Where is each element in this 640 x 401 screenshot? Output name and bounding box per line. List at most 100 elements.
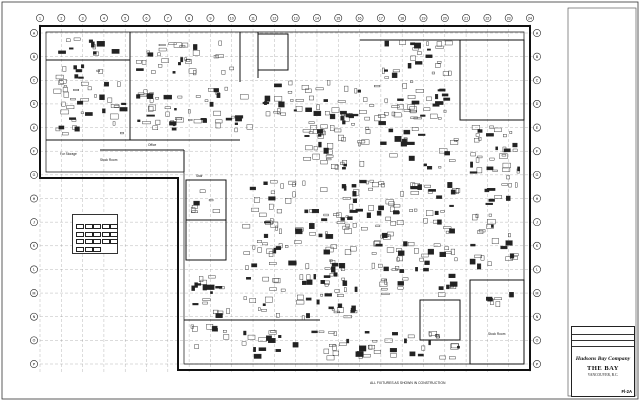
fixture <box>490 298 494 305</box>
fixture <box>253 353 262 359</box>
fixture <box>343 163 347 167</box>
fixture <box>274 96 283 102</box>
fixture <box>397 286 404 290</box>
grid-bubble-column <box>227 14 236 22</box>
fixture <box>356 351 363 357</box>
fixture <box>384 111 389 116</box>
fixture <box>276 313 280 318</box>
fixture <box>269 287 277 291</box>
grid-bubble-column-label: 22 <box>485 16 489 20</box>
fixture <box>388 128 394 133</box>
fixture <box>302 129 311 133</box>
fixture <box>391 72 398 78</box>
grid-bubble-row-label: D <box>33 102 36 106</box>
fixture <box>333 310 340 314</box>
fixture <box>381 278 387 281</box>
grid-bubble-column-label: 8 <box>188 16 190 20</box>
fixture <box>390 353 397 358</box>
grid-bubble-row <box>533 123 541 132</box>
fixture <box>329 113 336 120</box>
fixture <box>427 248 434 255</box>
fixture <box>121 102 127 105</box>
fixture <box>96 69 101 72</box>
fixture <box>390 206 395 212</box>
grid-bubble-row <box>533 265 541 274</box>
fixture <box>324 267 331 270</box>
fixture <box>223 334 230 340</box>
fixture <box>450 284 457 289</box>
legend-swatch <box>110 231 118 237</box>
fixture <box>509 131 513 134</box>
fixture <box>428 189 437 192</box>
grid-bubble-column <box>504 14 513 22</box>
fixture <box>323 213 329 217</box>
fixture <box>325 233 334 239</box>
fixture <box>320 160 328 165</box>
room-label: Stock Room <box>488 332 506 336</box>
grid-bubble-column-label: 16 <box>358 16 362 20</box>
grid-bubble-row-label: G <box>536 173 539 177</box>
legend-swatch <box>84 239 93 244</box>
fixture <box>326 355 335 361</box>
fixture <box>477 155 483 159</box>
fixture <box>397 98 404 101</box>
fixture <box>443 109 447 113</box>
grid-bubble-column <box>398 14 407 22</box>
fixture <box>325 110 330 116</box>
fixture <box>329 344 336 347</box>
grid-bubble-column <box>419 14 428 22</box>
fixture <box>407 241 415 247</box>
fixture <box>342 166 346 170</box>
fixture <box>249 298 256 303</box>
fixture <box>316 299 320 305</box>
grid-bubble-row-label: P <box>536 362 539 366</box>
fixture <box>475 213 479 219</box>
legend-swatch <box>76 239 84 244</box>
fixture <box>423 163 427 167</box>
fixture <box>436 335 440 339</box>
fixture <box>273 249 277 254</box>
fixture <box>172 71 176 74</box>
fixture <box>185 59 193 64</box>
fixture <box>389 348 397 353</box>
fixture <box>407 95 416 100</box>
grid-bubble-row-label: G <box>33 173 36 177</box>
fixture <box>400 141 407 147</box>
fixture <box>435 94 439 100</box>
fixture <box>318 134 322 137</box>
fixture <box>276 209 282 214</box>
fixture <box>495 301 501 307</box>
fixture <box>441 93 449 97</box>
fixture <box>410 191 419 195</box>
fixture <box>93 51 97 55</box>
fixture <box>259 212 267 217</box>
grid-bubble-column <box>270 14 279 22</box>
fixture <box>499 153 508 160</box>
fixture <box>215 119 223 124</box>
fixture <box>243 251 250 255</box>
fixture <box>324 293 332 297</box>
grid-bubble-column-label: 3 <box>82 16 84 20</box>
fixture <box>165 111 170 117</box>
fixture <box>505 240 513 246</box>
fixture <box>438 166 442 169</box>
fixture <box>74 74 79 79</box>
legend-swatch <box>84 231 93 237</box>
fixture <box>403 129 411 135</box>
fixture <box>328 306 334 310</box>
fixture <box>417 353 424 357</box>
fixture <box>224 86 228 91</box>
fixture <box>425 54 433 58</box>
fixture <box>213 110 221 116</box>
fixture <box>330 260 336 264</box>
legend-swatch <box>93 246 101 252</box>
fixture <box>292 342 299 348</box>
fixture <box>292 191 296 198</box>
fixture <box>141 60 147 65</box>
fixture <box>433 219 440 224</box>
fixture <box>200 279 207 285</box>
fixture <box>350 310 358 314</box>
fixture <box>59 78 67 84</box>
fixture <box>440 210 445 213</box>
fixture <box>290 98 294 102</box>
